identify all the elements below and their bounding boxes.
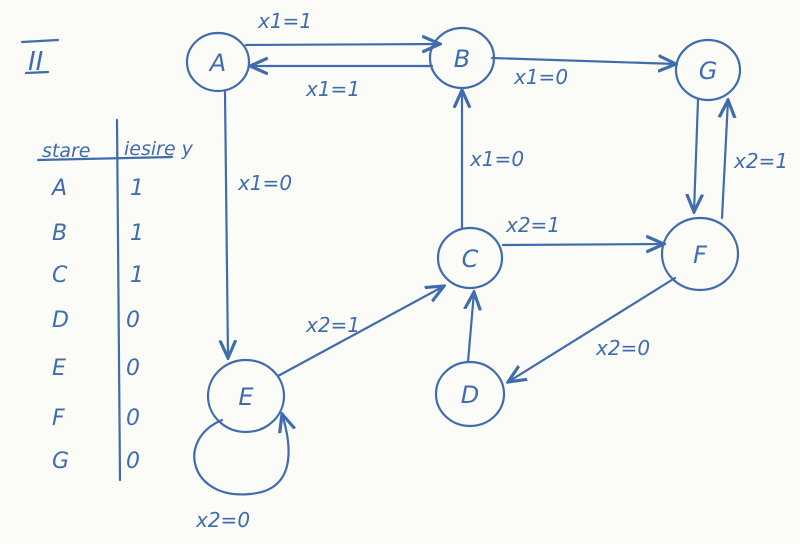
- transition-label: x1=0: [513, 65, 568, 89]
- transition-b-to-g: x1=0: [490, 58, 676, 89]
- state-node-b: B: [428, 26, 496, 90]
- table-row-state: F: [52, 406, 65, 431]
- section-overline: [20, 38, 60, 44]
- table-row-state: G: [52, 449, 69, 474]
- transition-label: x1=0: [469, 147, 524, 171]
- section-underline: [24, 70, 50, 75]
- table-row-output: 1: [130, 221, 144, 246]
- state-node-d: D: [434, 360, 506, 428]
- table-row-state: E: [52, 356, 66, 381]
- transition-label: x2=0: [195, 508, 250, 532]
- transition-arrow: [468, 292, 474, 364]
- table-header-state: stare: [42, 140, 91, 162]
- transition-label: x1=1: [257, 9, 312, 33]
- transition-c-to-b: x1=0: [462, 90, 524, 230]
- transition-e-to-e: x2=0: [193, 414, 288, 532]
- table-row-output: 0: [126, 308, 140, 333]
- transition-c-to-f: x2=1: [501, 213, 664, 245]
- transition-arrow: [501, 244, 664, 245]
- transition-a-to-b: x1=1: [244, 9, 440, 45]
- state-circle: [660, 216, 740, 292]
- state-node-g: G: [674, 38, 742, 102]
- transition-f-to-d: x2=0: [508, 276, 677, 382]
- state-circle: [436, 226, 504, 290]
- transition-arrow: [694, 98, 698, 212]
- transition-b-to-a: x1=1: [250, 66, 434, 101]
- state-circle: [206, 358, 286, 434]
- transition-label: x2=0: [595, 336, 650, 360]
- transition-arrow: [722, 100, 728, 220]
- transition-f-to-g: x2=1: [722, 100, 788, 220]
- table-row-output: 0: [126, 406, 140, 431]
- transition-e-to-c: x2=1: [276, 286, 444, 378]
- transition-label: x2=1: [505, 213, 560, 237]
- state-label: F: [693, 241, 708, 269]
- transition-label: x1=1: [305, 77, 360, 101]
- transition-arrow: [225, 90, 228, 358]
- state-label: B: [454, 45, 470, 73]
- state-circle: [674, 38, 742, 102]
- state-node-f: F: [660, 216, 740, 292]
- state-circle: [428, 26, 496, 90]
- table-row-output: 0: [126, 449, 140, 474]
- transition-arrow: [276, 286, 444, 378]
- state-label: G: [699, 57, 718, 85]
- state-label: A: [208, 49, 226, 77]
- table-row-output: 0: [126, 356, 140, 381]
- transition-label: x1=0: [237, 171, 292, 195]
- state-label: E: [238, 383, 254, 411]
- transition-d-to-c: [468, 292, 474, 364]
- state-node-e: E: [206, 358, 286, 434]
- state-node-a: A: [185, 31, 251, 93]
- table-row-state: B: [52, 221, 67, 246]
- table-header-output: iesire y: [124, 138, 194, 160]
- table-header-rule: [36, 155, 174, 162]
- table-row-state: C: [52, 263, 68, 288]
- table-row-state: D: [52, 308, 69, 333]
- transition-label: x2=1: [305, 313, 360, 337]
- transition-arrow: [193, 414, 288, 496]
- state-circle: [434, 360, 506, 428]
- transition-arrow: [490, 58, 676, 64]
- state-node-c: C: [436, 226, 504, 290]
- transition-label: x2=1: [733, 149, 788, 173]
- state-label: C: [462, 245, 479, 273]
- transition-a-to-e: x1=0: [225, 90, 292, 358]
- transition-arrow: [244, 44, 440, 45]
- table-row-output: 1: [130, 263, 144, 288]
- state-label: D: [461, 381, 479, 409]
- transition-arrow: [508, 276, 677, 382]
- state-circle: [185, 31, 251, 93]
- table-row-output: 1: [130, 176, 144, 201]
- table-row-state: A: [50, 176, 67, 201]
- table-column-divider: [115, 118, 122, 482]
- section-label: II: [28, 47, 43, 77]
- transition-g-to-f: [694, 98, 698, 212]
